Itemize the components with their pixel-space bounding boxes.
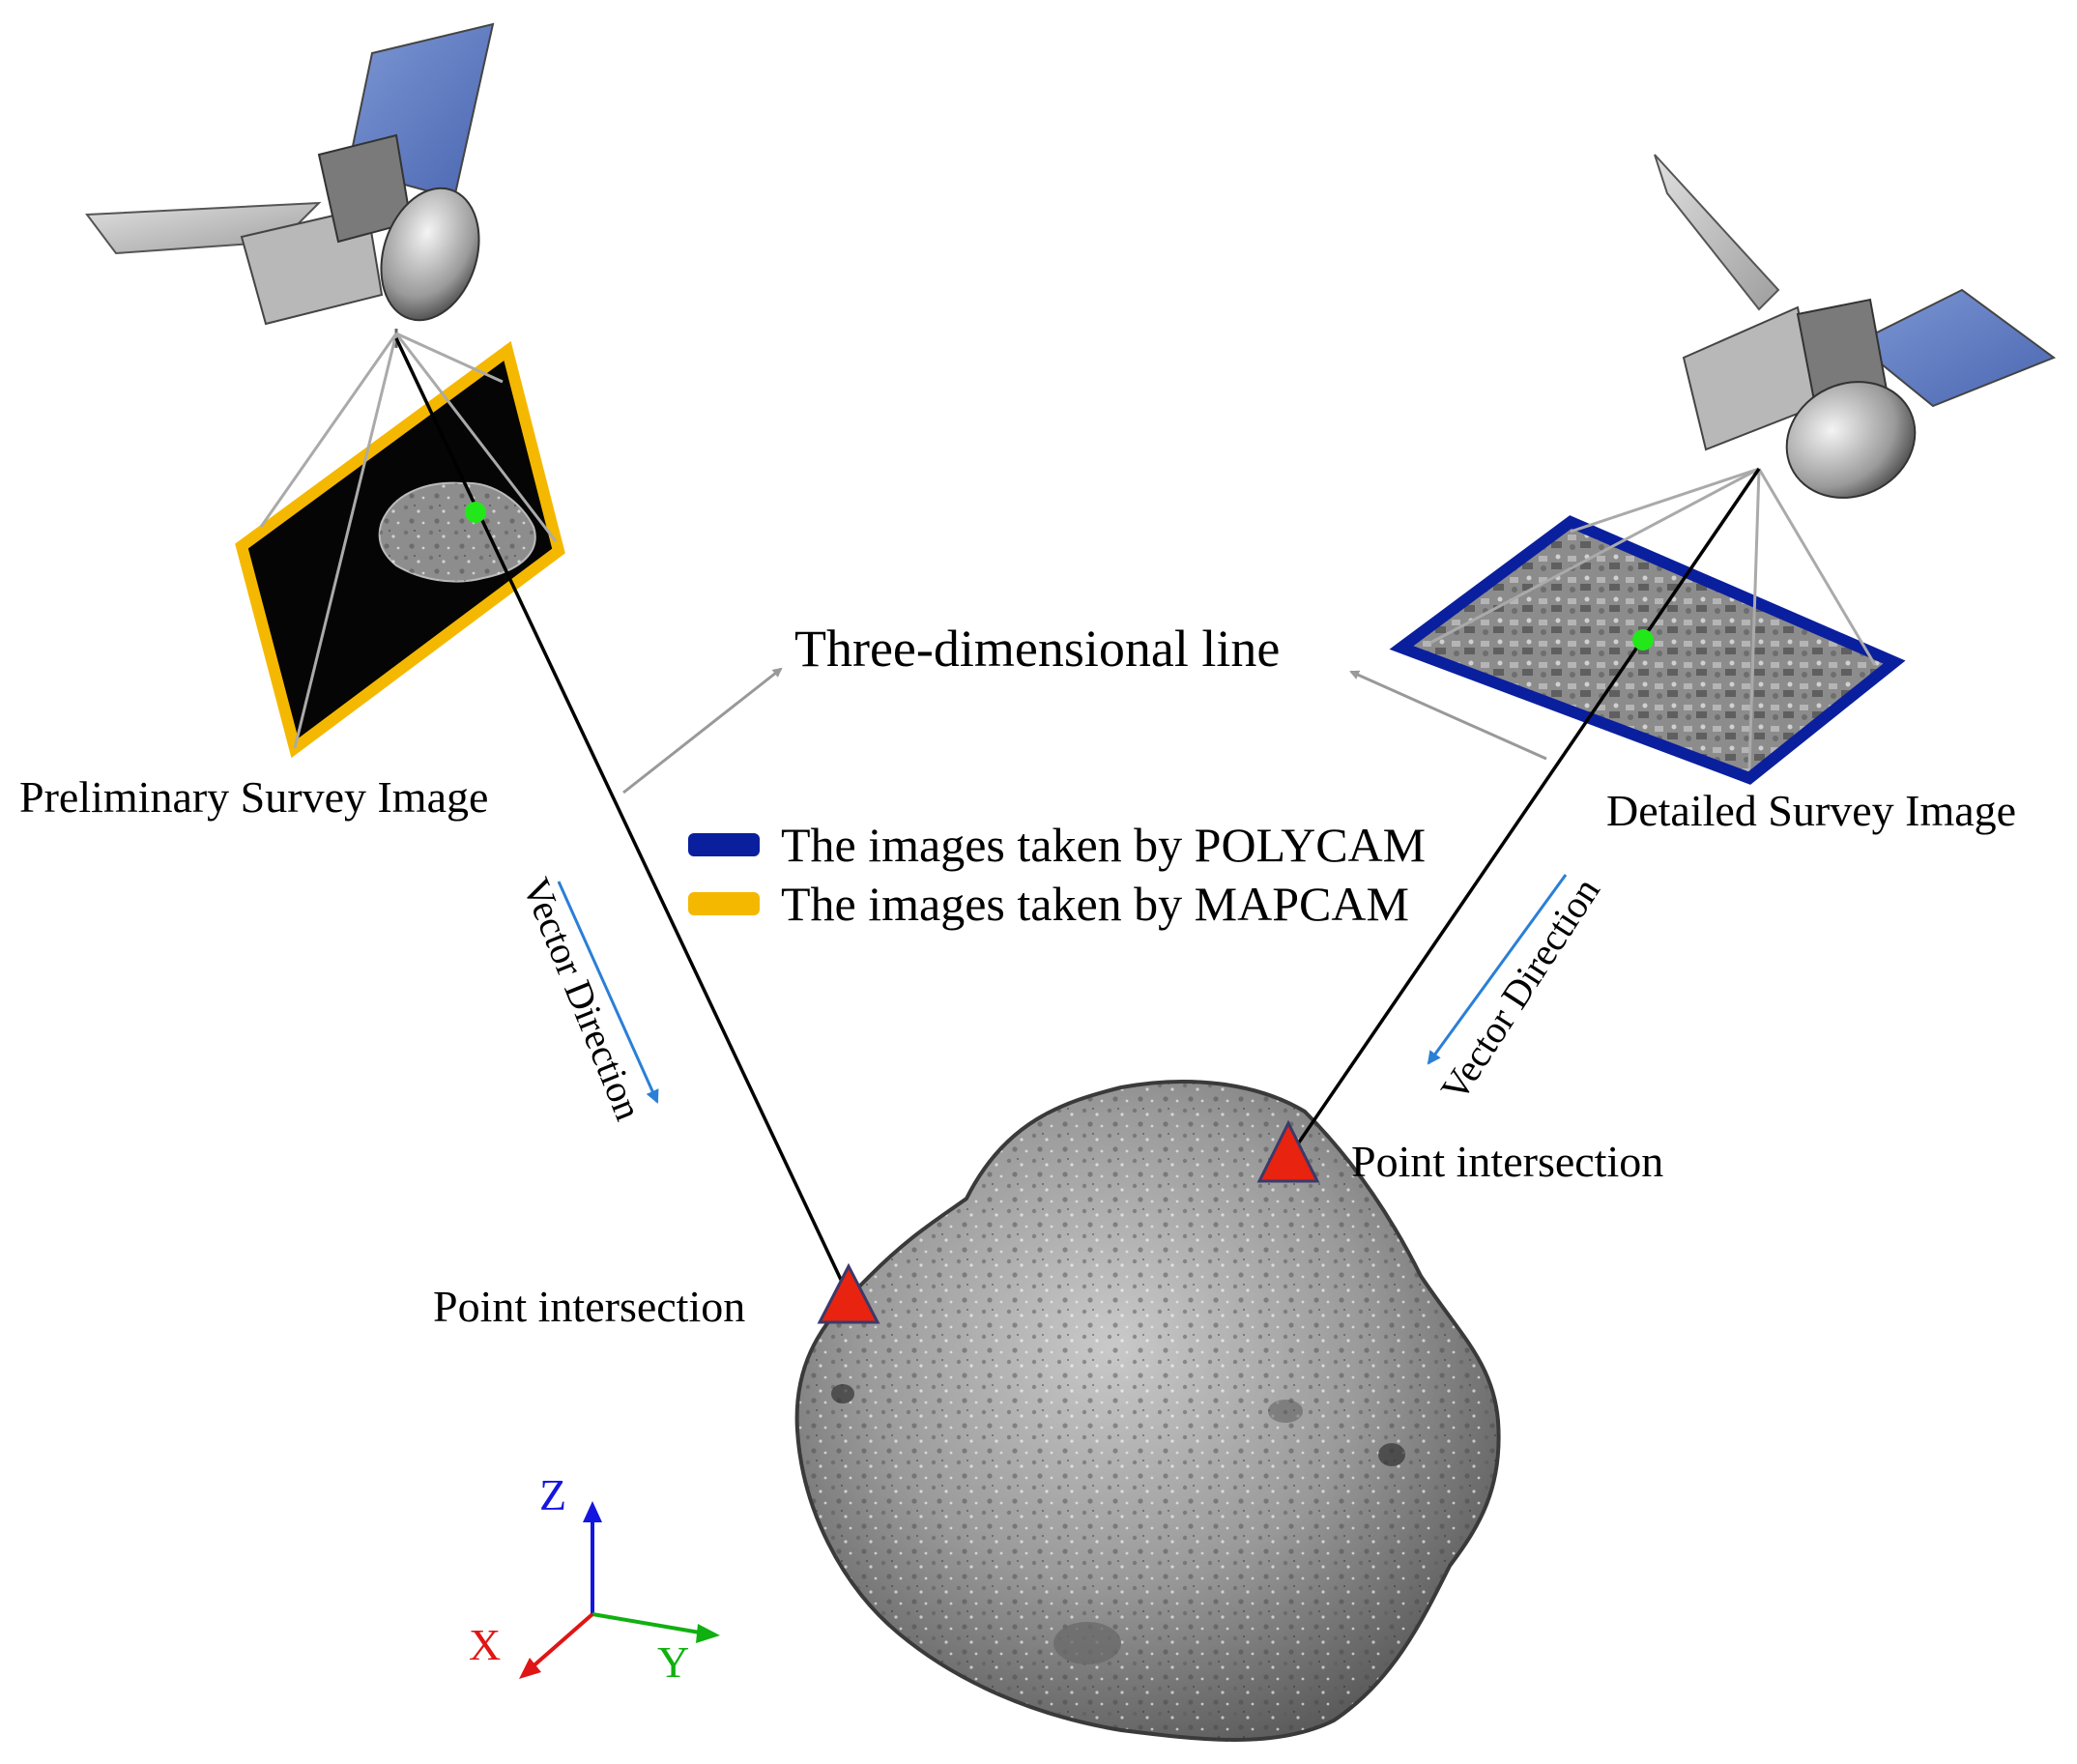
- asteroid-icon: [794, 1080, 1501, 1742]
- sight-line-preliminary: [394, 337, 852, 1301]
- intersection-triangle-icon: [1256, 1119, 1320, 1183]
- detailed-image-frame-fill: [1401, 522, 1894, 778]
- axis-y-label: Y: [657, 1637, 690, 1687]
- point-intersection-label-right: Point intersection: [1351, 1137, 1664, 1186]
- axis-z-label: Z: [539, 1470, 567, 1519]
- legend-label-mapcam: The images taken by MAPCAM: [781, 877, 1409, 931]
- point-intersection-label-left: Point intersection: [433, 1282, 746, 1331]
- vector-arrow-right: [1427, 874, 1568, 1065]
- pointer-arrow-right: [1349, 670, 1547, 761]
- spacecraft-icon: [1654, 154, 2057, 499]
- detailed-camera-rays: [1429, 467, 1877, 769]
- legend-label-polycam: The images taken by POLYCAM: [781, 818, 1427, 872]
- coordinate-axes: [519, 1501, 720, 1679]
- preliminary-image-point: [465, 502, 486, 523]
- preliminary-camera-rays: [259, 332, 558, 749]
- three-dimensional-line-label: Three-dimensional line: [794, 620, 1281, 678]
- vector-arrow-left: [557, 881, 659, 1104]
- spacecraft-icon: [85, 22, 495, 348]
- axis-z-head: [583, 1501, 602, 1522]
- detailed-survey-image-label: Detailed Survey Image: [1606, 786, 2017, 835]
- sight-line-detailed: [1288, 468, 1761, 1156]
- legend-item-mapcam: The images taken by MAPCAM: [688, 876, 1409, 932]
- axis-x-line: [528, 1612, 594, 1671]
- legend-item-polycam: The images taken by POLYCAM: [688, 817, 1426, 873]
- preliminary-survey-image-label: Preliminary Survey Image: [19, 772, 489, 822]
- intersection-triangle-icon: [817, 1262, 880, 1324]
- detailed-image-point: [1632, 629, 1654, 651]
- axis-y-line: [591, 1612, 707, 1635]
- legend-swatch-mapcam: [688, 892, 760, 915]
- axis-x-label: X: [469, 1620, 502, 1669]
- detailed-image-frame: [1389, 515, 1906, 785]
- pointer-arrow-left: [622, 667, 783, 795]
- axis-x-head: [519, 1658, 541, 1679]
- legend-swatch-polycam: [688, 833, 760, 856]
- axis-y-head: [696, 1624, 720, 1643]
